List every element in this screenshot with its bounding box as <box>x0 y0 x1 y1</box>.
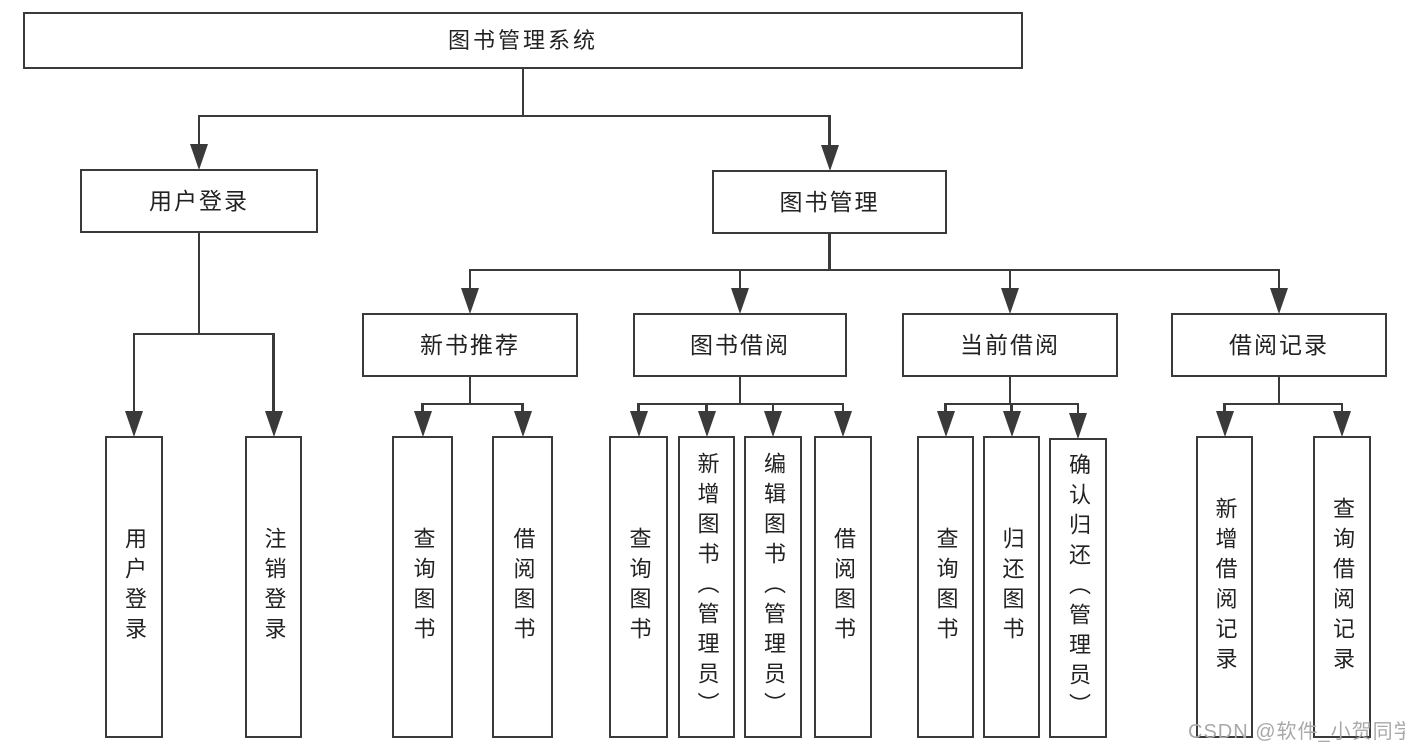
node-rc-query-label: 查询借阅记录 <box>1330 497 1355 677</box>
arrow-down-icon <box>1333 411 1351 437</box>
connector-branch-newbook <box>421 402 524 405</box>
connector-drop-current <box>1008 271 1012 293</box>
arrow-down-icon <box>629 411 648 437</box>
node-nb-query-label: 查询图书 <box>410 527 436 647</box>
connector-drop-rc-add <box>1223 405 1226 416</box>
arrow-down-icon <box>1001 288 1019 314</box>
connector-drop-nb-borrow <box>521 405 524 416</box>
node-bw-edit-label: 编辑图书（管理员） <box>761 452 786 722</box>
node-current-label: 当前借阅 <box>960 331 1060 358</box>
connector-drop-mgmt <box>828 117 831 150</box>
node-records-label: 借阅记录 <box>1229 331 1329 358</box>
arrow-down-icon <box>1069 413 1087 439</box>
arrow-down-icon <box>936 411 955 437</box>
connector-branch-borrow <box>637 402 845 405</box>
csdn-watermark: CSDN @软件_小贺同学 <box>1188 721 1405 743</box>
connector-drop-cu-return <box>1010 405 1013 416</box>
node-nb-query-box: 查询图书 <box>392 436 453 738</box>
connector-branch-mgmt <box>468 268 1281 271</box>
connector-stem-login <box>197 233 201 335</box>
connector-branch-login <box>132 332 275 335</box>
node-cu-query-label: 查询图书 <box>933 527 959 647</box>
arrow-down-icon <box>190 144 208 170</box>
connector-drop-newbook <box>468 271 472 293</box>
node-user-login-label: 用户登录 <box>122 527 147 647</box>
node-current-box: 当前借阅 <box>902 313 1118 377</box>
node-nb-borrow-label: 借阅图书 <box>510 527 536 647</box>
arrow-down-icon <box>697 411 716 437</box>
node-bw-add-box: 新增图书（管理员） <box>678 436 735 738</box>
connector-drop-bw-query <box>637 405 640 416</box>
node-cu-query-box: 查询图书 <box>917 436 974 738</box>
node-rc-add-box: 新增借阅记录 <box>1196 436 1253 738</box>
node-logout-box: 注销登录 <box>245 436 302 738</box>
node-logout-label: 注销登录 <box>261 527 287 647</box>
connector-branch-root <box>197 114 831 117</box>
node-mgmt-label: 图书管理 <box>779 188 880 215</box>
arrow-down-icon <box>1215 411 1234 437</box>
arrow-down-icon <box>513 411 532 437</box>
node-user-login-box: 用户登录 <box>105 436 163 738</box>
connector-stem-borrow <box>738 377 742 405</box>
connector-drop-logout <box>272 335 275 416</box>
node-bw-query-label: 查询图书 <box>626 527 652 647</box>
node-borrow-label: 图书借阅 <box>690 331 790 358</box>
node-login-label: 用户登录 <box>149 187 249 214</box>
connector-branch-records <box>1223 402 1344 405</box>
node-bw-query-box: 查询图书 <box>609 436 668 738</box>
arrow-down-icon <box>731 288 749 314</box>
node-root-label: 图书管理系统 <box>447 27 598 53</box>
node-newbook-label: 新书推荐 <box>420 331 520 358</box>
node-bw-add-label: 新增图书（管理员） <box>694 452 720 722</box>
node-records-box: 借阅记录 <box>1171 313 1387 377</box>
connector-drop-cu-query <box>944 405 947 416</box>
arrow-down-icon <box>461 288 479 314</box>
connector-stem-mgmt <box>828 234 831 271</box>
connector-drop-nb-query <box>421 405 424 416</box>
arrow-down-icon <box>125 411 143 437</box>
arrow-down-icon <box>1002 411 1021 437</box>
node-login-box: 用户登录 <box>80 169 318 233</box>
connector-drop-bw-edit <box>771 405 775 416</box>
node-newbook-box: 新书推荐 <box>362 313 578 377</box>
connector-stem-newbook <box>468 377 472 405</box>
arrow-down-icon <box>834 411 852 437</box>
connector-drop-bw-borrow <box>841 405 845 416</box>
arrow-down-icon <box>1270 288 1288 314</box>
node-rc-add-label: 新增借阅记录 <box>1212 497 1238 677</box>
connector-drop-cu-confirm <box>1076 405 1080 418</box>
connector-drop-borrow <box>738 271 742 293</box>
connector-drop-rc-query <box>1340 405 1344 416</box>
connector-stem-current <box>1008 377 1012 405</box>
node-nb-borrow-box: 借阅图书 <box>492 436 553 738</box>
arrow-down-icon <box>764 411 782 437</box>
node-root-box: 图书管理系统 <box>23 12 1023 69</box>
connector-drop-user-login <box>132 335 136 416</box>
node-mgmt-box: 图书管理 <box>712 170 947 234</box>
connector-drop-bw-add <box>705 405 708 416</box>
connector-drop-records <box>1277 271 1281 293</box>
connector-stem-records <box>1277 377 1281 405</box>
node-cu-confirm-box: 确认归还（管理员） <box>1049 438 1107 738</box>
connector-stem-root <box>521 69 525 117</box>
node-rc-query-box: 查询借阅记录 <box>1313 436 1371 738</box>
node-cu-return-label: 归还图书 <box>999 527 1025 647</box>
node-borrow-box: 图书借阅 <box>633 313 847 377</box>
node-cu-confirm-label: 确认归还（管理员） <box>1066 453 1091 723</box>
node-bw-borrow-box: 借阅图书 <box>814 436 872 738</box>
arrow-down-icon <box>264 411 283 437</box>
arrow-down-icon <box>820 145 839 171</box>
connector-drop-login <box>197 117 201 149</box>
connector-branch-current <box>944 402 1080 405</box>
node-bw-borrow-label: 借阅图书 <box>831 527 856 647</box>
arrow-down-icon <box>413 411 432 437</box>
node-cu-return-box: 归还图书 <box>983 436 1040 738</box>
node-bw-edit-box: 编辑图书（管理员） <box>744 436 802 738</box>
